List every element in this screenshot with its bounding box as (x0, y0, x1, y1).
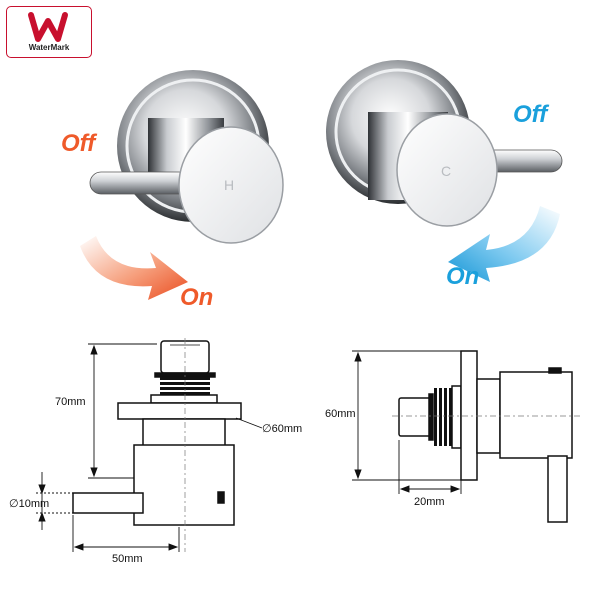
flange-diameter-label: ∅60mm (262, 423, 303, 435)
handle-length-label: 50mm (112, 553, 143, 565)
front-flange (117, 402, 242, 420)
side-spindle (398, 397, 432, 437)
watermark-w-icon (28, 12, 68, 42)
hot-handle-face (178, 126, 284, 244)
front-elevation-drawing (72, 340, 242, 526)
watermark-logo: WaterMark (6, 6, 92, 58)
front-dimensions (36, 343, 263, 552)
hot-tap-photo (89, 70, 284, 244)
hot-handle-letter: H (224, 177, 235, 193)
depth-label: 20mm (414, 496, 445, 508)
cold-off-label: Off (513, 101, 548, 128)
hot-on-arrow (80, 236, 188, 300)
cold-on-label: On (446, 263, 480, 290)
side-dimensions (352, 350, 462, 494)
side-height-label: 60mm (325, 408, 356, 420)
front-lever (72, 492, 144, 514)
cold-tap-photo (326, 60, 563, 227)
hot-lever (89, 171, 191, 195)
logo-text: WaterMark (28, 43, 70, 52)
hot-on-label: On (180, 284, 214, 311)
cold-handle-letter: C (441, 163, 452, 179)
side-body (499, 371, 573, 459)
handle-diameter-label: ∅10mm (9, 498, 50, 510)
cold-on-arrow (448, 206, 560, 282)
cold-handle-face (396, 113, 498, 227)
side-lever (547, 455, 568, 523)
hot-off-label: Off (61, 130, 96, 157)
side-elevation-drawing (398, 350, 573, 523)
height-dimension-label: 70mm (55, 396, 86, 408)
side-flange (460, 350, 478, 481)
front-body (133, 444, 235, 526)
side-thread (434, 388, 452, 446)
